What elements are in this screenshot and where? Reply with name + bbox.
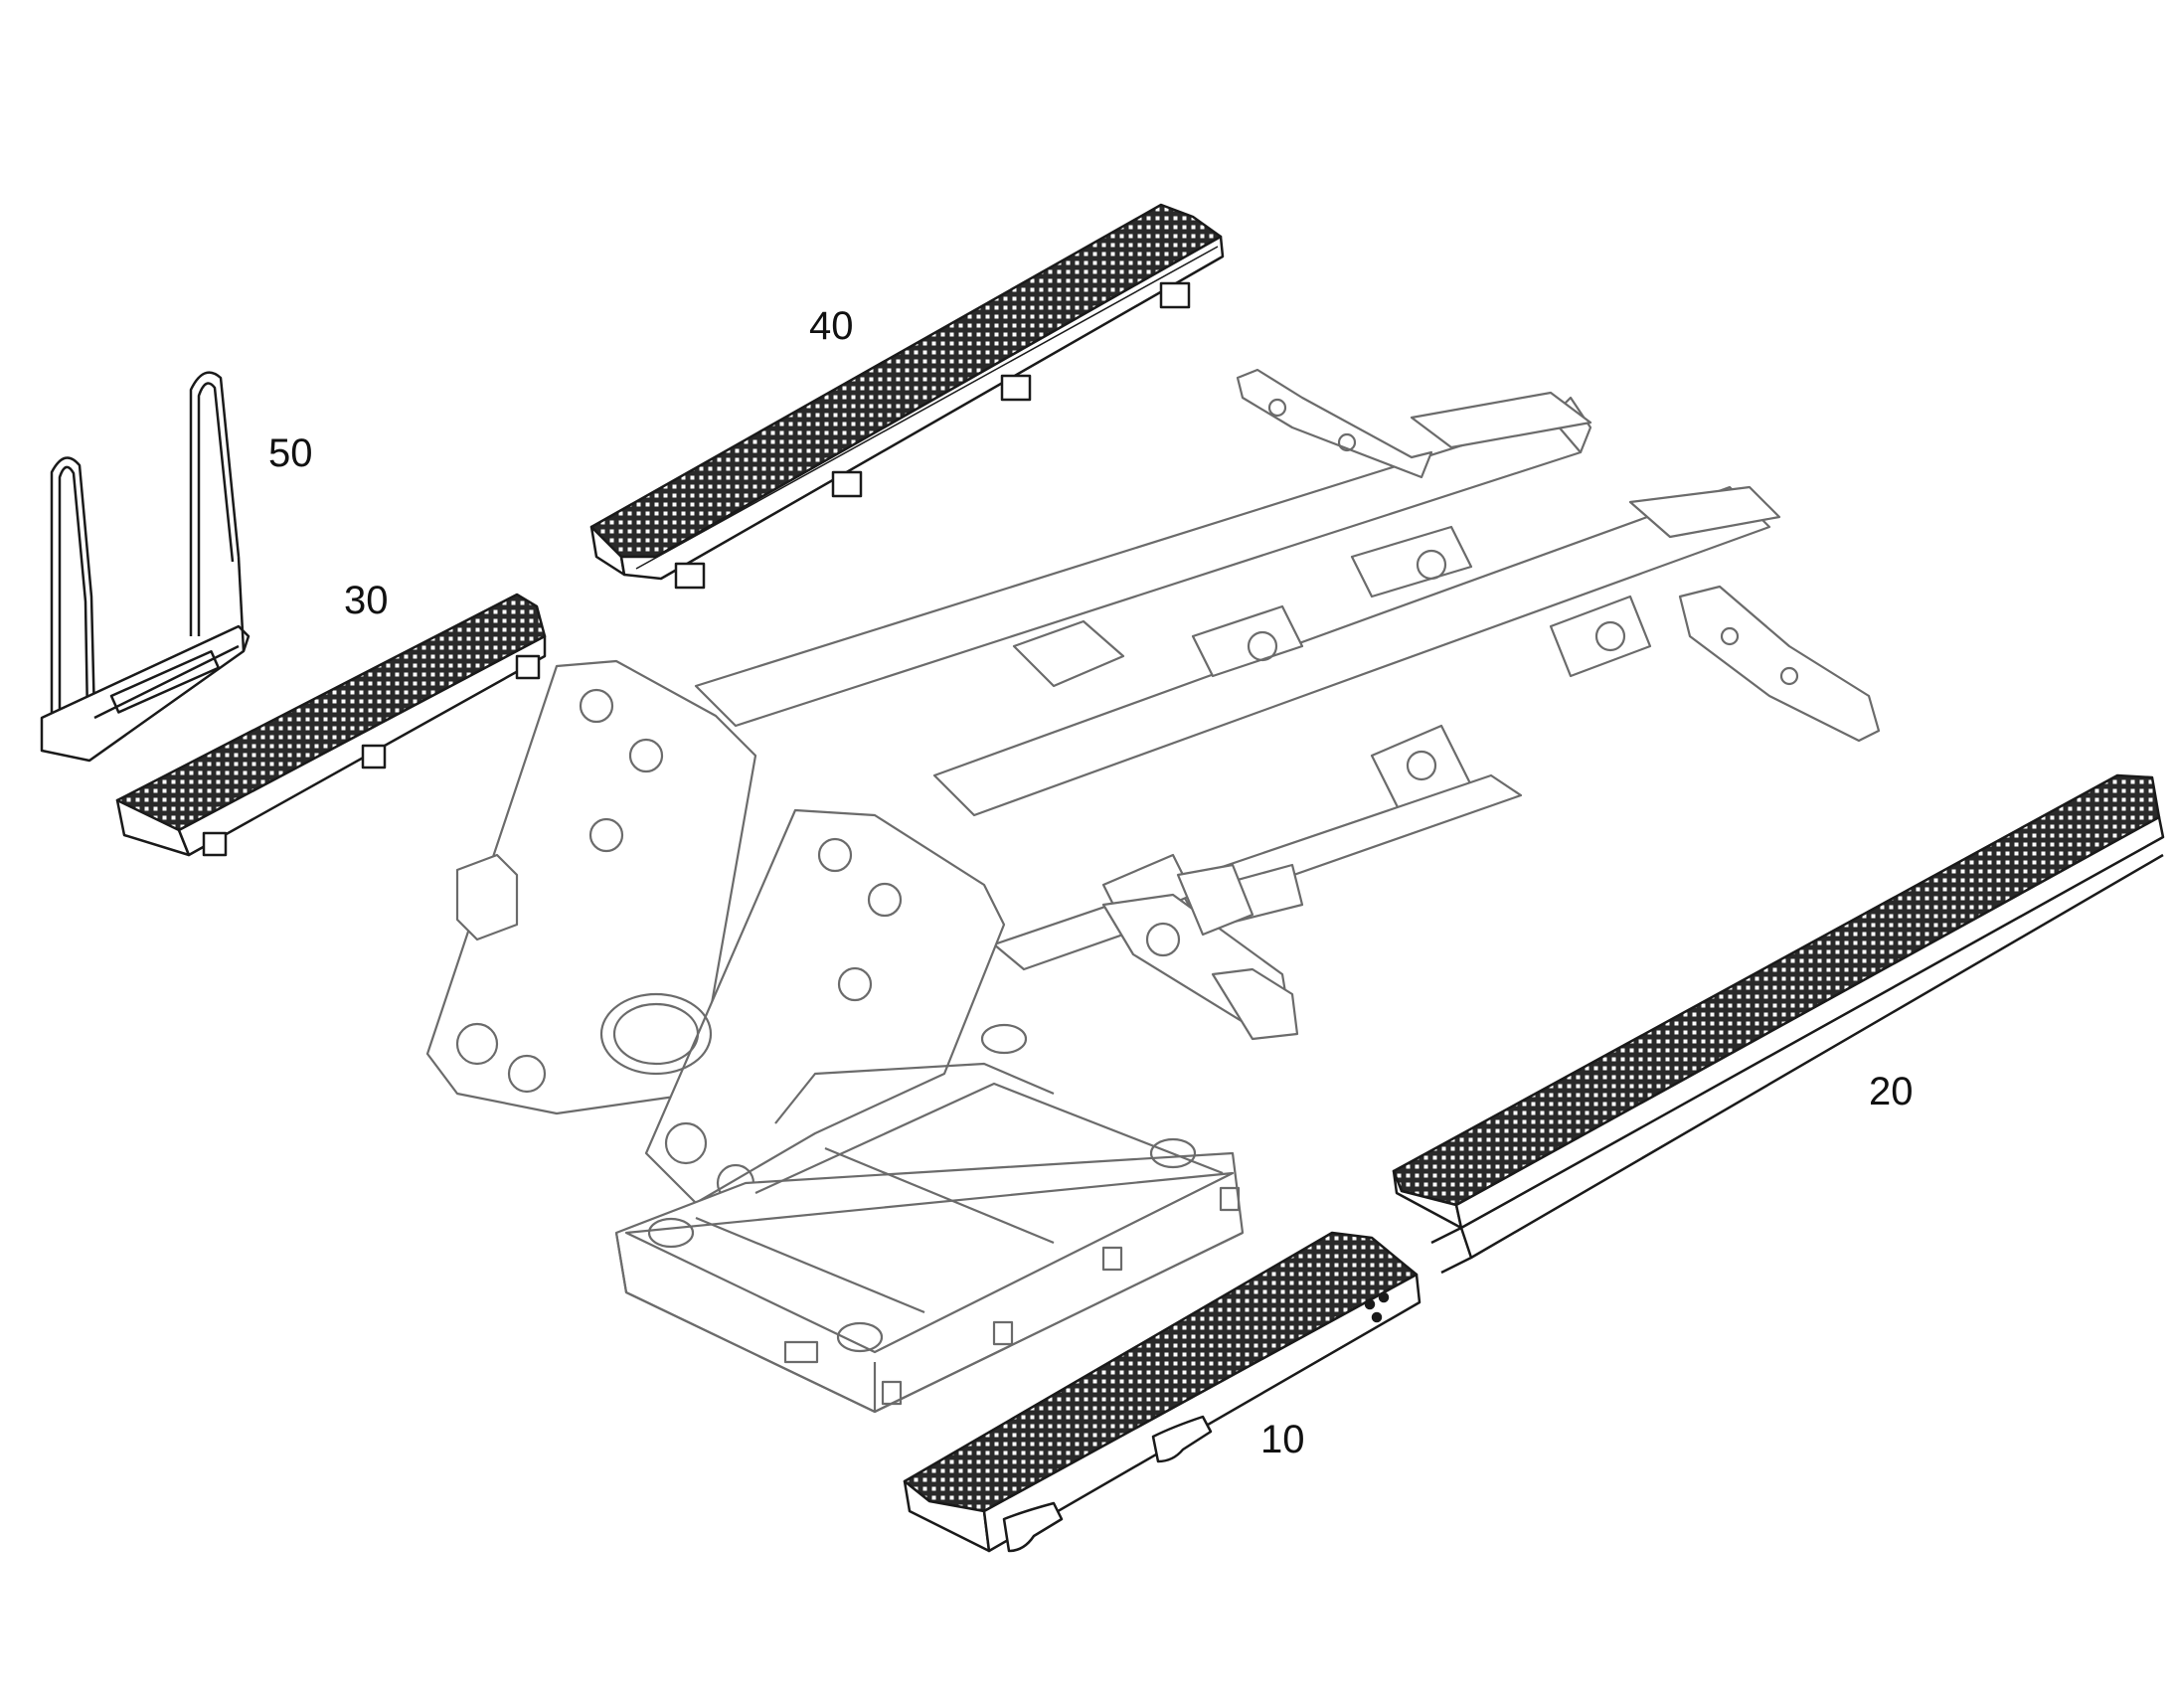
- part-50-handrail: [40, 371, 251, 763]
- part-20-walkway: [1392, 773, 2165, 1275]
- callout-20: 20: [1869, 1070, 1914, 1113]
- callout-30: 30: [344, 579, 389, 622]
- part-30-walkway: [115, 593, 547, 857]
- callout-40: 40: [809, 304, 854, 348]
- callout-10: 10: [1260, 1418, 1305, 1461]
- part-10-step: [903, 1231, 1421, 1553]
- callout-50: 50: [268, 431, 313, 475]
- main-frame: [425, 368, 1881, 1414]
- part-40-walkway: [589, 203, 1225, 590]
